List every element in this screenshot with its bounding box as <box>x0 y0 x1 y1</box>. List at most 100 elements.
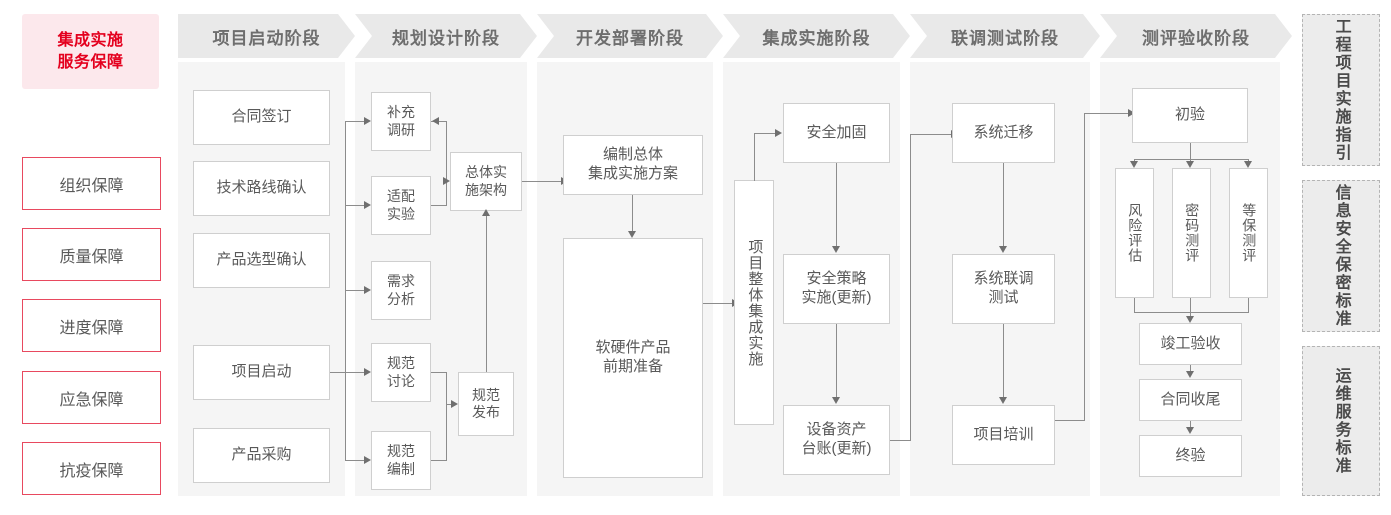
node-project-kickoff[interactable]: 项目启动 <box>193 345 330 400</box>
connector-training-up <box>1084 113 1085 421</box>
node-label: 产品选型确认 <box>216 251 307 269</box>
arrowhead-to-supplement <box>364 117 371 125</box>
node-label: 产品采购 <box>231 446 292 464</box>
connector-to-initial-acceptance <box>1084 113 1131 114</box>
sidebar-header-line1: 集成实施 <box>57 31 124 49</box>
node-system-migration[interactable]: 系统迁移 <box>952 103 1055 163</box>
node-label-line1: 安全策略 <box>806 270 867 288</box>
sidebar-item-epidemic[interactable]: 抗疫保障 <box>22 442 161 495</box>
sidebar-header: 集成实施 服务保障 <box>22 14 159 89</box>
node-label-line2: 实施(更新) <box>801 289 872 306</box>
standard-information-security-confidentiality[interactable]: 信息安全保密标准 <box>1302 180 1380 332</box>
arrowhead-to-hardening <box>775 129 782 137</box>
phase-header-5[interactable]: 联调测试阶段 <box>910 14 1100 58</box>
node-product-selection-confirm[interactable]: 产品选型确认 <box>193 233 330 288</box>
connector-initial-down <box>1190 143 1191 159</box>
node-label-line1: 需求 <box>387 273 415 289</box>
node-label-line1: 设备资产 <box>806 421 867 439</box>
node-label: 终验 <box>1175 446 1206 464</box>
sidebar-item-organization[interactable]: 组织保障 <box>22 157 161 210</box>
node-spec-discussion[interactable]: 规范 讨论 <box>371 343 431 402</box>
node-contract-signing[interactable]: 合同签订 <box>193 90 330 145</box>
connector-kickoff-bus <box>330 372 358 373</box>
node-label-line2: 施架构 <box>465 181 507 198</box>
node-label-line1: 编制总体 <box>602 146 663 164</box>
node-label: 密码测评 <box>1184 203 1201 263</box>
node-hardware-software-preparation[interactable]: 软硬件产品 前期准备 <box>563 238 703 478</box>
arrowhead-to-initial-acceptance <box>1128 109 1135 117</box>
arrowhead-to-spec-discuss <box>364 368 371 376</box>
standard-engineering-project-guide[interactable]: 工程项目实施指引 <box>1302 14 1380 166</box>
standard-operation-maintenance-service[interactable]: 运维服务标准 <box>1302 346 1380 496</box>
node-supplementary-research[interactable]: 补充 调研 <box>371 92 431 151</box>
sidebar-item-label: 质量保障 <box>59 248 124 266</box>
connector-ledger-right <box>890 440 911 441</box>
phase-header-label: 开发部署阶段 <box>576 28 684 48</box>
node-overall-implementation-architecture[interactable]: 总体实 施架构 <box>450 152 522 211</box>
connector-to-supplement <box>345 121 367 122</box>
connector-risk-down <box>1134 298 1135 312</box>
connector-release-in <box>446 404 452 405</box>
node-project-training[interactable]: 项目培训 <box>952 405 1055 465</box>
node-cryptography-evaluation[interactable]: 密码测评 <box>1172 168 1211 298</box>
node-risk-assessment[interactable]: 风险评估 <box>1115 168 1154 298</box>
node-label-line2: 测试 <box>988 289 1019 306</box>
node-system-joint-debug-test[interactable]: 系统联调 测试 <box>952 254 1055 324</box>
node-compile-overall-plan[interactable]: 编制总体 集成实施方案 <box>563 135 703 195</box>
standard-label: 信息安全保密标准 <box>1332 184 1350 328</box>
node-label: 合同签订 <box>231 108 292 126</box>
node-adaptation-test[interactable]: 适配 实验 <box>371 176 431 235</box>
phase-header-label: 集成实施阶段 <box>762 28 871 48</box>
arrowhead-down-to-closure <box>1186 371 1194 378</box>
sidebar-item-schedule[interactable]: 进度保障 <box>22 299 161 352</box>
node-label-line1: 补充 <box>387 104 415 120</box>
node-label-line1: 规范 <box>387 443 415 459</box>
node-overall-project-integration[interactable]: 项目整体集成实施 <box>734 180 774 425</box>
connector-merge-vertical <box>446 121 447 206</box>
node-label-line2: 编制 <box>387 460 415 477</box>
arrowhead-back-to-supplement <box>432 117 439 125</box>
node-label: 合同收尾 <box>1160 390 1221 408</box>
phase-header-1[interactable]: 项目启动阶段 <box>178 14 355 58</box>
node-final-acceptance[interactable]: 终验 <box>1139 435 1242 477</box>
node-spec-drafting[interactable]: 规范 编制 <box>371 431 431 490</box>
connector-fanout-mid <box>1190 159 1191 162</box>
arrowhead-down-to-prep <box>628 231 636 238</box>
arrowhead-up-to-architecture <box>482 209 490 216</box>
node-security-policy-implementation[interactable]: 安全策略 实施(更新) <box>783 254 890 324</box>
phase-header-2[interactable]: 规划设计阶段 <box>355 14 537 58</box>
arrowhead-to-architecture <box>443 177 450 185</box>
phase-header-label: 测评验收阶段 <box>1142 28 1250 48</box>
node-completion-acceptance[interactable]: 竣工验收 <box>1139 323 1242 365</box>
connector-prep-to-integration <box>703 303 735 304</box>
node-product-procurement[interactable]: 产品采购 <box>193 428 330 483</box>
node-label-line1: 规范 <box>387 355 415 371</box>
connector-to-migration <box>910 134 954 135</box>
arrowhead-to-spec-release <box>451 400 458 408</box>
connector-fanout-right <box>1248 159 1249 162</box>
node-label-line1: 系统联调 <box>973 270 1034 288</box>
sidebar-item-quality[interactable]: 质量保障 <box>22 228 161 281</box>
node-asset-ledger-update[interactable]: 设备资产 台账(更新) <box>783 405 890 475</box>
connector-plan-to-prep <box>632 195 633 232</box>
phase-header-4[interactable]: 集成实施阶段 <box>723 14 910 58</box>
node-initial-acceptance[interactable]: 初验 <box>1132 88 1248 143</box>
node-label: 项目启动 <box>231 363 292 381</box>
arrowhead-down-to-risk <box>1130 161 1138 168</box>
node-label-line2: 前期准备 <box>602 358 663 375</box>
node-spec-release[interactable]: 规范 发布 <box>458 372 514 436</box>
node-requirement-analysis[interactable]: 需求 分析 <box>371 261 431 320</box>
arrowhead-down-to-completion <box>1186 316 1194 323</box>
sidebar-item-emergency[interactable]: 应急保障 <box>22 371 161 424</box>
sidebar-item-label: 应急保障 <box>59 391 124 409</box>
node-classified-protection-evaluation[interactable]: 等保测评 <box>1229 168 1268 298</box>
connector-to-requirement <box>345 290 367 291</box>
phase-header-3[interactable]: 开发部署阶段 <box>537 14 723 58</box>
node-security-hardening[interactable]: 安全加固 <box>783 103 890 163</box>
node-contract-closure[interactable]: 合同收尾 <box>1139 379 1242 421</box>
phase-header-6[interactable]: 测评验收阶段 <box>1100 14 1292 58</box>
node-tech-route-confirm[interactable]: 技术路线确认 <box>193 161 330 216</box>
node-label: 项目整体集成实施 <box>746 238 764 367</box>
node-label-line1: 适配 <box>387 188 415 204</box>
